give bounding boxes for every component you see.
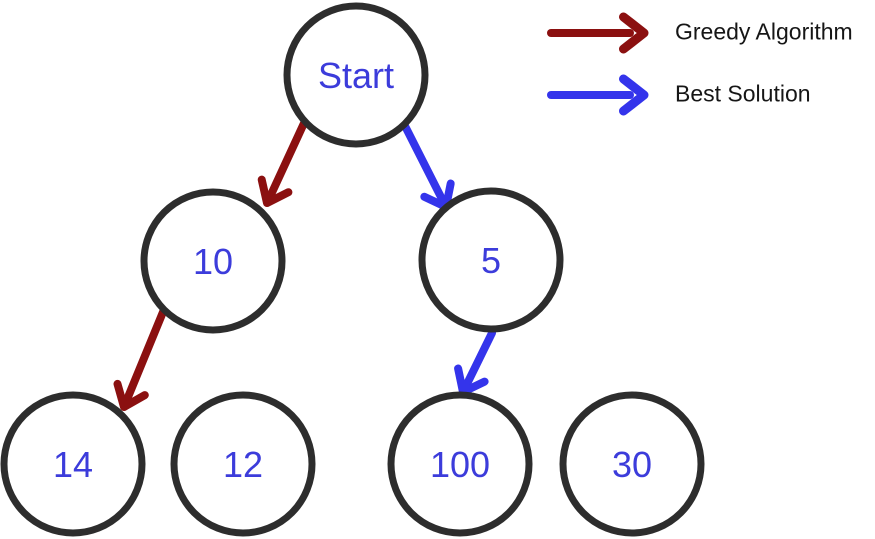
node-12-circle [170, 391, 316, 537]
edge-best-start-to-5 [400, 120, 455, 211]
edge-greedy-start-to-10 [257, 117, 309, 207]
node-30-circle [559, 391, 705, 537]
node-100-circle [387, 391, 533, 537]
node-5-circle [418, 187, 564, 333]
greedy-arrow-shaft [122, 308, 167, 406]
node-start-circle [283, 2, 429, 148]
legend-greedy-arrow [547, 12, 649, 54]
node-100-label: 100 [429, 444, 491, 485]
node-10-label: 10 [192, 241, 234, 282]
legend-greedy-label: Greedy Algorithm [675, 18, 853, 45]
node-12-label: 12 [222, 444, 264, 485]
node-30-label: 30 [611, 444, 653, 485]
greedy-arrowhead-icon [619, 12, 649, 54]
greedy-arrowhead-icon [113, 379, 149, 411]
node-10-circle [140, 188, 286, 334]
edge-greedy-10-to-14 [113, 308, 167, 411]
best-arrowhead-icon [619, 74, 649, 116]
best-arrow-shaft [400, 120, 448, 207]
node-14-circle [0, 391, 146, 537]
node-start-label: Start [317, 55, 395, 96]
edge-best-5-to-100 [454, 329, 496, 396]
legend-best-label: Best Solution [675, 80, 811, 107]
best-arrow-shaft [461, 329, 496, 392]
legend-best-arrow [547, 74, 649, 116]
node-14-label: 14 [52, 444, 94, 485]
node-5-label: 5 [480, 240, 502, 281]
greedy-arrowhead-icon [257, 175, 293, 207]
greedy-arrow-shaft [265, 117, 309, 203]
